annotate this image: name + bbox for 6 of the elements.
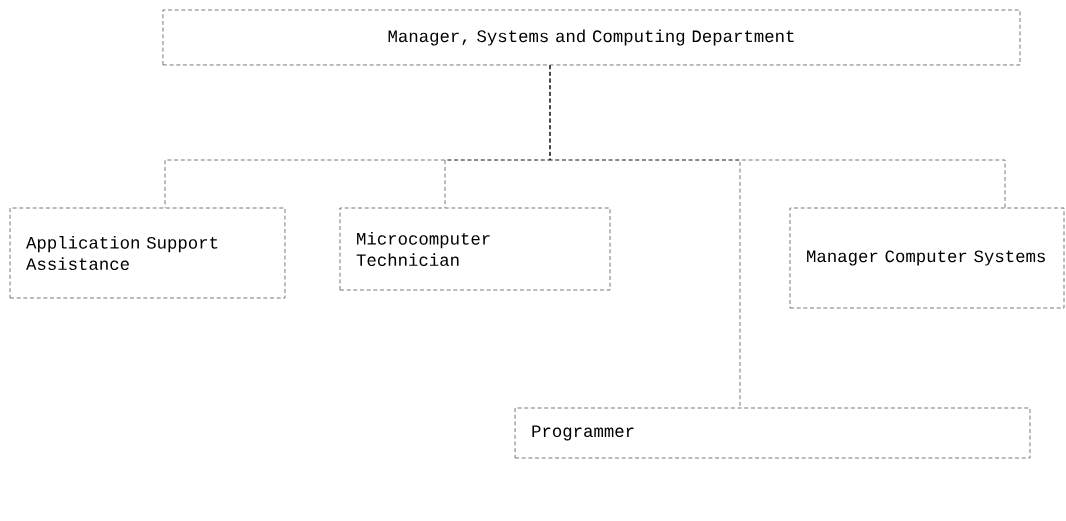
org-box: Microcomputer Technician	[339, 207, 611, 291]
org-box: Programmer	[514, 407, 1031, 459]
connector-line	[549, 64, 741, 408]
org-box: Manager Computer Systems	[789, 207, 1065, 309]
org-box: Manager, Systems and Computing Department	[162, 9, 1021, 66]
org-box: Application Support Assistance	[9, 207, 286, 299]
